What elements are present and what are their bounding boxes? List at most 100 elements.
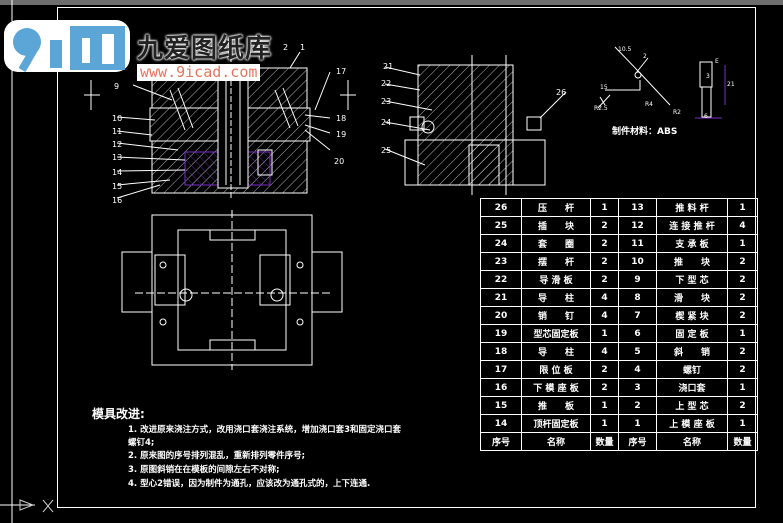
part-name: 推 料 杆 <box>656 198 728 217</box>
part-quantity: 2 <box>590 378 619 397</box>
callout-18: 18 <box>336 114 347 123</box>
column-header-no: 序号 <box>618 432 657 451</box>
part-name: 下 型 芯 <box>656 270 728 289</box>
part-name: 型芯固定板 <box>521 324 591 343</box>
part-number: 1 <box>618 414 657 433</box>
dim-e: E <box>715 58 719 65</box>
part-name: 压 杆 <box>521 198 591 217</box>
column-header-name: 名称 <box>656 432 728 451</box>
part-quantity: 1 <box>727 234 758 253</box>
part-number: 8 <box>618 288 657 307</box>
part-number: 6 <box>618 324 657 343</box>
callout-20: 20 <box>334 157 345 166</box>
part-quantity: 1 <box>590 396 619 415</box>
part-number: 13 <box>618 198 657 217</box>
callout-11: 11 <box>112 127 123 136</box>
logo-url[interactable]: www.9icad.com <box>137 64 261 81</box>
part-name: 斜 销 <box>656 342 728 361</box>
part-number: 14 <box>480 414 522 433</box>
part-quantity: 4 <box>727 216 758 235</box>
callout-16: 16 <box>112 196 123 205</box>
part-name: 下 模 座 板 <box>521 378 591 397</box>
part-number: 4 <box>618 360 657 379</box>
note-2: 2. 原来图的序号排列混乱，重新排列零件序号; <box>128 451 306 461</box>
part-quantity: 2 <box>590 360 619 379</box>
part-view <box>597 46 726 119</box>
part-quantity: 1 <box>727 414 758 433</box>
callout-13: 13 <box>112 153 123 162</box>
part-quantity: 2 <box>727 360 758 379</box>
logo-brand-text: 九爱图纸库 <box>137 34 273 64</box>
part-quantity: 1 <box>727 198 758 217</box>
part-quantity: 2 <box>727 288 758 307</box>
column-header-name: 名称 <box>521 432 591 451</box>
notes-title: 模具改进: <box>92 407 145 421</box>
part-number: 3 <box>618 378 657 397</box>
dim-r2: R2 <box>673 109 681 116</box>
part-number: 19 <box>480 324 522 343</box>
part-number: 16 <box>480 378 522 397</box>
dim-r4: R4 <box>645 101 653 108</box>
part-quantity: 4 <box>590 306 619 325</box>
part-quantity: 2 <box>727 396 758 415</box>
ucs-x-icon <box>42 499 54 513</box>
dim-3: 3 <box>706 73 710 80</box>
dim-15: 15 <box>600 84 608 91</box>
part-name: 滑 块 <box>656 288 728 307</box>
side-view <box>384 55 567 195</box>
part-quantity: 2 <box>590 252 619 271</box>
part-number: 23 <box>480 252 522 271</box>
callout-10: 10 <box>112 114 123 123</box>
part-name: 插 块 <box>521 216 591 235</box>
part-name: 顶杆固定板 <box>521 414 591 433</box>
callout-22: 22 <box>381 79 392 88</box>
part-number: 7 <box>618 306 657 325</box>
dim-6: 6 <box>704 113 708 120</box>
ucs-arrow-icon <box>19 499 35 511</box>
part-name: 固 定 板 <box>656 324 728 343</box>
part-quantity: 2 <box>727 342 758 361</box>
column-header-qty: 数量 <box>727 432 758 451</box>
plan-view <box>121 210 343 370</box>
part-quantity: 1 <box>727 378 758 397</box>
part-number: 12 <box>618 216 657 235</box>
part-name: 上 模 座 板 <box>656 414 728 433</box>
callout-2: 2 <box>283 43 289 52</box>
part-number: 21 <box>480 288 522 307</box>
column-header-no: 序号 <box>480 432 522 451</box>
site-logo[interactable]: 九爱图纸库 www.9icad.com <box>2 10 302 81</box>
front-view <box>84 40 356 200</box>
callout-21: 21 <box>383 62 394 71</box>
callout-12: 12 <box>112 140 123 149</box>
table-header-row: 序号名称数量序号名称数量 <box>480 432 758 451</box>
part-name: 导 滑 板 <box>521 270 591 289</box>
dim-21: 21 <box>727 81 735 88</box>
part-name: 楔 紧 块 <box>656 306 728 325</box>
callout-26: 26 <box>556 88 567 97</box>
part-name: 上 型 芯 <box>656 396 728 415</box>
callout-25: 25 <box>381 146 392 155</box>
toolbar-strip <box>0 0 783 5</box>
callout-23: 23 <box>381 97 392 106</box>
part-number: 18 <box>480 342 522 361</box>
part-number: 17 <box>480 360 522 379</box>
part-quantity: 2 <box>727 270 758 289</box>
dim-r2-5: R2.5 <box>594 105 608 112</box>
part-number: 25 <box>480 216 522 235</box>
part-number: 26 <box>480 198 522 217</box>
callout-9: 9 <box>114 82 120 91</box>
note-1: 1. 改进原来浇注方式，改用浇口套浇注系统，增加浇口套3和固定浇口套 <box>128 425 402 435</box>
callout-24: 24 <box>381 118 392 127</box>
dim-10-5: 10.5 <box>618 46 632 53</box>
note-4: 4. 型心2错误，因为制件为通孔，应该改为通孔式的，上下连通. <box>128 479 371 489</box>
callout-17: 17 <box>336 67 347 76</box>
part-quantity: 2 <box>590 216 619 235</box>
